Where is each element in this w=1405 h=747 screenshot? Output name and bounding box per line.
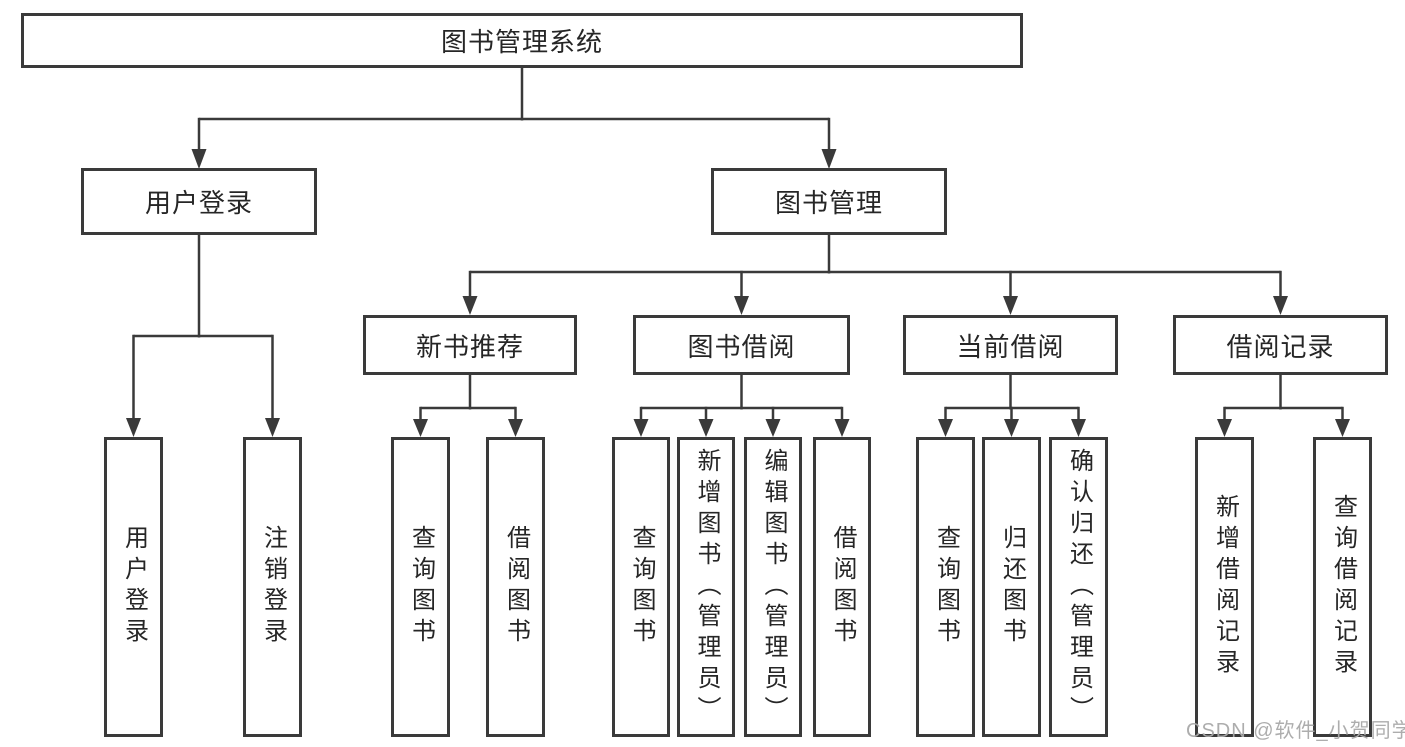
node-library-management-system: 图书管理系统 xyxy=(21,13,1023,68)
connector-borrow-records-to-leaves xyxy=(1217,375,1350,437)
leaf-label: 查询图书 xyxy=(628,525,655,649)
leaf-label: 编辑图书（管理员） xyxy=(760,447,787,727)
leaf-edit-book-admin: 编辑图书（管理员） xyxy=(744,437,802,737)
leaf-borrow-books: 借阅图书 xyxy=(813,437,871,737)
node-book-borrow: 图书借阅 xyxy=(633,315,850,375)
node-label: 当前借阅 xyxy=(956,331,1065,362)
connector-new-book-to-leaves xyxy=(413,375,523,437)
node-label: 图书借阅 xyxy=(687,331,796,362)
leaf-confirm-return-admin: 确认归还（管理员） xyxy=(1049,437,1108,737)
connector-book-borrow-to-leaves xyxy=(633,375,850,437)
leaf-label: 查询借阅记录 xyxy=(1329,494,1357,680)
leaf-logout-login: 注销登录 xyxy=(243,437,302,737)
leaf-label: 注销登录 xyxy=(259,525,287,649)
leaf-query-books-current: 查询图书 xyxy=(916,437,975,737)
leaf-return-book: 归还图书 xyxy=(982,437,1041,737)
connector-book-management-to-level3 xyxy=(462,235,1288,315)
leaf-query-books-borrow: 查询图书 xyxy=(612,437,670,737)
node-label: 图书管理系统 xyxy=(440,27,603,57)
leaf-label: 借阅图书 xyxy=(502,525,530,649)
node-current-borrow: 当前借阅 xyxy=(903,315,1118,375)
leaf-label: 用户登录 xyxy=(120,525,148,649)
leaf-add-book-admin: 新增图书（管理员） xyxy=(677,437,735,737)
node-label: 图书管理 xyxy=(774,188,883,218)
leaf-query-books-recommend: 查询图书 xyxy=(391,437,450,737)
node-borrow-records: 借阅记录 xyxy=(1173,315,1388,375)
leaf-label: 归还图书 xyxy=(998,525,1026,649)
leaf-label: 确认归还（管理员） xyxy=(1065,447,1093,727)
leaf-add-borrow-record: 新增借阅记录 xyxy=(1195,437,1254,737)
connector-root-to-level2 xyxy=(191,68,837,169)
leaf-user-login: 用户登录 xyxy=(104,437,163,737)
leaf-label: 查询图书 xyxy=(932,525,960,649)
leaf-query-borrow-record: 查询借阅记录 xyxy=(1313,437,1372,737)
csdn-watermark: CSDN @软件_小贺同学 xyxy=(1186,720,1405,742)
connector-current-borrow-to-leaves xyxy=(938,375,1086,437)
node-new-book-recommend: 新书推荐 xyxy=(363,315,577,375)
node-label: 借阅记录 xyxy=(1226,331,1335,362)
node-user-login: 用户登录 xyxy=(81,168,317,235)
leaf-label: 新增借阅记录 xyxy=(1211,494,1239,680)
leaf-borrow-books-recommend: 借阅图书 xyxy=(486,437,545,737)
node-label: 新书推荐 xyxy=(415,331,524,362)
node-book-management: 图书管理 xyxy=(711,168,947,235)
node-label: 用户登录 xyxy=(144,188,253,218)
leaf-label: 查询图书 xyxy=(407,525,435,649)
leaf-label: 借阅图书 xyxy=(829,525,856,649)
leaf-label: 新增图书（管理员） xyxy=(693,447,720,727)
connector-user-login-to-leaves xyxy=(126,235,280,437)
